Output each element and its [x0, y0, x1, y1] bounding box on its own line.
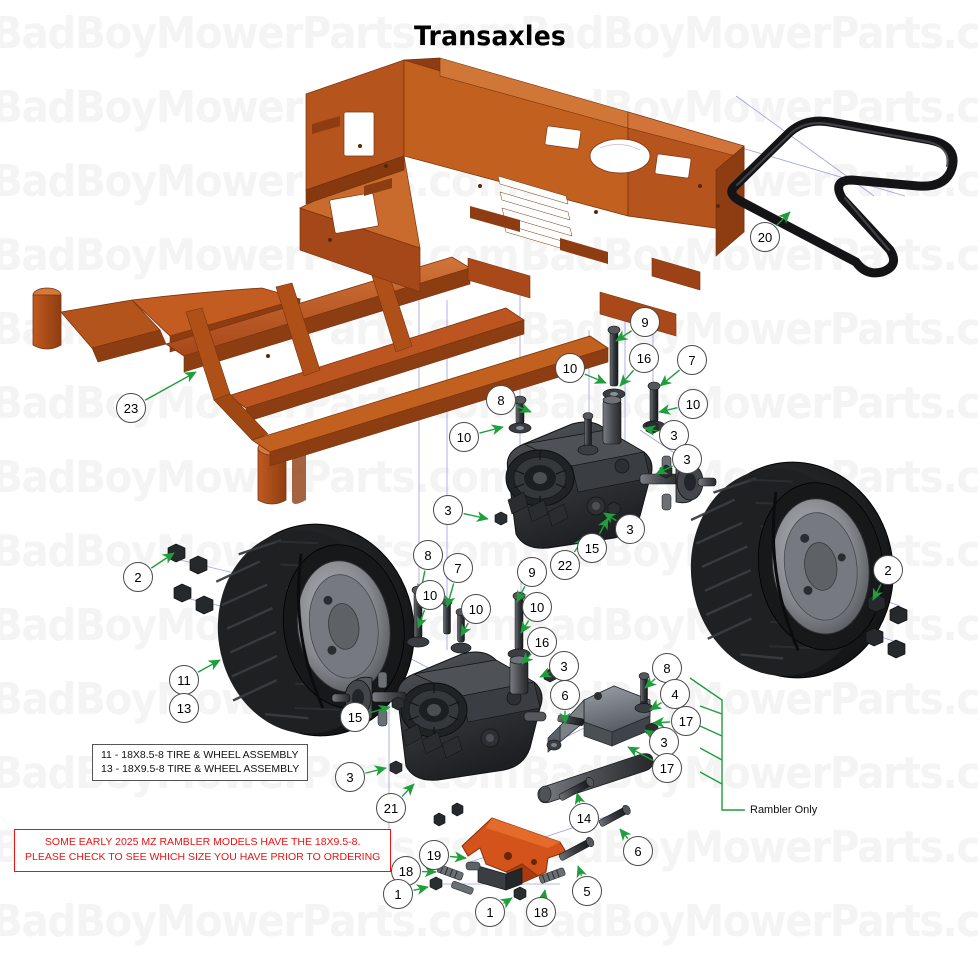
leader-lines	[144, 211, 883, 909]
callout-balloon-22[interactable]: 22	[550, 550, 580, 580]
callout-balloon-6[interactable]: 6	[623, 836, 653, 866]
leader-line-3	[539, 667, 553, 678]
warning-notice: SOME EARLY 2025 MZ RAMBLER MODELS HAVE T…	[14, 829, 392, 873]
leader-line-16	[619, 369, 635, 387]
leader-line-1	[413, 884, 429, 895]
callout-balloon-15[interactable]: 15	[340, 702, 370, 732]
callout-balloon-4[interactable]: 4	[660, 679, 690, 709]
leader-line-8	[644, 676, 657, 689]
leader-line-10	[584, 373, 607, 384]
callout-balloon-17[interactable]: 17	[652, 753, 682, 783]
callout-balloon-20[interactable]: 20	[750, 222, 780, 252]
leader-line-20	[775, 211, 791, 227]
page-title: Transaxles	[413, 21, 567, 52]
leader-line-8	[515, 402, 532, 413]
callout-balloon-17[interactable]: 17	[671, 706, 701, 736]
callout-balloon-10[interactable]: 10	[415, 580, 445, 610]
callout-balloon-11[interactable]: 11	[169, 665, 199, 695]
leader-line-3	[643, 425, 659, 436]
leader-line-9	[516, 585, 527, 603]
leader-line-18	[537, 889, 549, 902]
callout-balloon-7[interactable]: 7	[443, 553, 473, 583]
callout-balloon-3[interactable]: 3	[549, 651, 579, 681]
leader-line-10	[416, 609, 427, 629]
leader-line-3	[644, 729, 658, 741]
drive-belt	[727, 116, 958, 278]
support-bracket-right	[546, 685, 651, 753]
warning-line-2: PLEASE CHECK TO SEE WHICH SIZE YOU HAVE …	[25, 851, 381, 864]
leader-line-19	[449, 851, 467, 863]
callout-balloon-14[interactable]: 14	[569, 803, 599, 833]
callout-balloon-9[interactable]: 9	[630, 307, 660, 337]
leader-line-4	[649, 699, 663, 711]
leader-line-16	[521, 652, 534, 665]
callout-balloon-3[interactable]: 3	[615, 514, 645, 544]
leader-line-23	[144, 371, 197, 401]
leader-line-17	[627, 746, 654, 762]
callout-balloon-8[interactable]: 8	[486, 385, 516, 415]
callout-balloon-8[interactable]: 8	[413, 540, 443, 570]
callout-balloon-13[interactable]: 13	[169, 693, 199, 723]
callout-balloon-16[interactable]: 16	[629, 343, 659, 373]
leader-line-7	[444, 583, 456, 608]
leader-line-3	[463, 511, 489, 522]
leader-line-1	[499, 897, 513, 909]
rambler-only-bracket	[689, 677, 745, 811]
warning-line-1: SOME EARLY 2025 MZ RAMBLER MODELS HAVE T…	[44, 836, 361, 848]
hardware-fasteners	[167, 325, 908, 901]
tire-size-legend: 11 - 18X8.5-8 TIRE & WHEEL ASSEMBLY 13 -…	[92, 744, 309, 782]
drive-belt-highlight	[735, 121, 949, 252]
leader-line-3	[365, 765, 387, 777]
tire-legend-line-2: 13 - 18X9.5-8 TIRE & WHEEL ASSEMBLY	[101, 763, 300, 776]
callout-balloon-23[interactable]: 23	[116, 393, 146, 423]
leader-line-10	[460, 622, 472, 637]
leader-line-2	[150, 552, 175, 569]
leader-line-15	[597, 517, 609, 535]
leader-line-10	[520, 620, 532, 634]
callout-balloon-3[interactable]: 3	[672, 444, 702, 474]
tire-left	[215, 523, 415, 737]
callout-balloon-6[interactable]: 6	[550, 680, 580, 710]
callout-balloon-1[interactable]: 1	[475, 897, 505, 927]
leader-line-3	[655, 464, 673, 475]
tire-legend-line-1: 11 - 18X8.5-8 TIRE & WHEEL ASSEMBLY	[101, 749, 299, 761]
leader-line-3	[603, 512, 617, 524]
leader-line-15	[370, 704, 391, 716]
callout-balloon-15[interactable]: 15	[577, 533, 607, 563]
callout-balloon-10[interactable]: 10	[461, 594, 491, 624]
callout-balloon-2[interactable]: 2	[873, 555, 903, 585]
leader-line-10	[658, 404, 678, 415]
callout-balloon-9[interactable]: 9	[517, 557, 547, 587]
callout-balloon-10[interactable]: 10	[555, 353, 585, 383]
callout-balloon-1[interactable]: 1	[383, 879, 413, 909]
callout-balloon-19[interactable]: 19	[419, 840, 449, 870]
rambler-only-label: Rambler Only	[750, 804, 818, 816]
callout-balloon-3[interactable]: 3	[433, 495, 463, 525]
callout-balloon-10[interactable]: 10	[678, 389, 708, 419]
callout-balloon-10[interactable]: 10	[449, 422, 479, 452]
leader-line-11	[197, 659, 221, 673]
callout-balloon-2[interactable]: 2	[123, 562, 153, 592]
callout-balloon-3[interactable]: 3	[335, 762, 365, 792]
callout-balloon-18[interactable]: 18	[526, 897, 556, 927]
callout-balloon-10[interactable]: 10	[522, 592, 552, 622]
leader-line-21	[401, 783, 415, 797]
callout-balloon-5[interactable]: 5	[572, 876, 602, 906]
leader-line-7	[659, 369, 681, 387]
orange-control-bracket	[461, 817, 567, 891]
callout-balloon-21[interactable]: 21	[376, 793, 406, 823]
leader-line-9	[615, 330, 633, 342]
callout-balloon-16[interactable]: 16	[527, 627, 557, 657]
callout-balloon-7[interactable]: 7	[677, 345, 707, 375]
leader-line-5	[576, 865, 587, 879]
leader-line-17	[652, 716, 671, 728]
linkage-rod	[537, 753, 654, 804]
leader-line-6	[619, 828, 632, 842]
leader-line-14	[574, 792, 586, 806]
tire-right	[690, 461, 894, 679]
leader-line-2	[872, 583, 883, 601]
leader-line-10	[479, 424, 504, 436]
mower-frame-assembly	[32, 57, 745, 505]
